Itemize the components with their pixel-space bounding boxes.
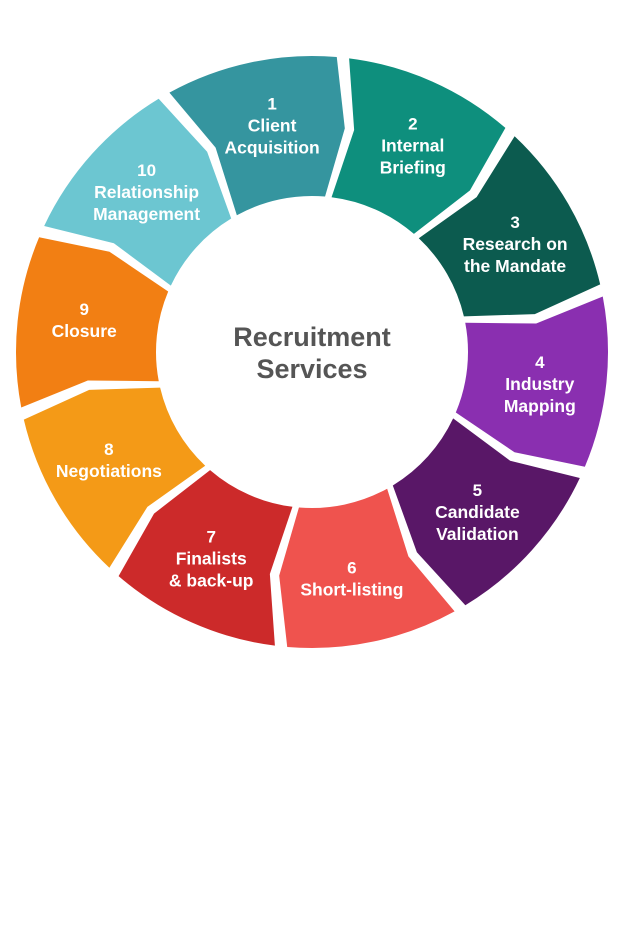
segment-3-label-line-1: Research on <box>463 234 568 254</box>
center-title-line-2: Services <box>256 354 367 384</box>
segment-7 <box>118 470 293 646</box>
segment-10-label-line-1: Relationship <box>94 182 199 202</box>
segment-9 <box>15 237 169 408</box>
segment-5 <box>392 418 580 606</box>
segment-4-number: 4 <box>535 353 545 372</box>
segment-5-label-line-2: Validation <box>436 524 519 544</box>
segment-5-number: 5 <box>473 481 482 500</box>
segment-1-label-line-2: Acquisition <box>224 138 319 158</box>
segment-10 <box>44 98 232 286</box>
segment-1 <box>169 56 345 216</box>
segment-4-label-line-1: Industry <box>505 374 574 394</box>
segment-7-number: 7 <box>206 528 215 547</box>
segment-9-label-line-1: Closure <box>52 321 117 341</box>
segment-2-label-line-1: Internal <box>381 135 444 155</box>
segment-1-label-line-1: Client <box>248 116 297 136</box>
segment-10-label-line-2: Management <box>93 204 200 224</box>
segment-9-number: 9 <box>79 300 88 319</box>
segment-1-number: 1 <box>267 95 276 114</box>
center-hub <box>158 198 466 506</box>
segment-4 <box>455 296 609 467</box>
segment-3-number: 3 <box>510 213 519 232</box>
segment-7-label-line-1: Finalists <box>176 549 247 569</box>
segment-2-label-line-2: Briefing <box>380 157 446 177</box>
segment-8-number: 8 <box>104 440 113 459</box>
segment-7-label-line-2: & back-up <box>169 571 254 591</box>
segment-2 <box>331 58 506 234</box>
segment-3 <box>418 136 601 317</box>
segment-6 <box>279 488 455 648</box>
segment-8-label-line-1: Negotiations <box>56 461 162 481</box>
segment-8 <box>23 387 206 568</box>
segment-3-label-line-2: the Mandate <box>464 256 566 276</box>
segment-6-number: 6 <box>347 559 356 578</box>
segment-10-number: 10 <box>137 161 156 180</box>
center-title-line-1: Recruitment <box>233 322 391 352</box>
segment-6-label-line-1: Short-listing <box>300 580 403 600</box>
segment-5-label-line-1: Candidate <box>435 502 520 522</box>
segment-4-label-line-2: Mapping <box>504 396 576 416</box>
segments-layer <box>15 56 609 648</box>
segment-2-number: 2 <box>408 114 417 133</box>
